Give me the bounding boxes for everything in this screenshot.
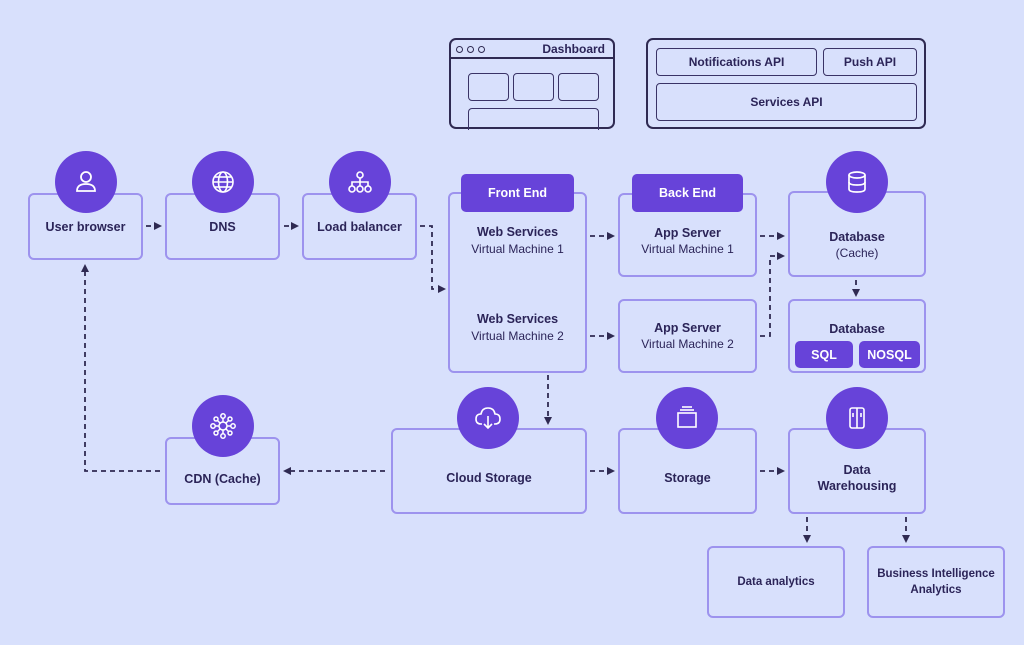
user-browser-badge <box>55 151 117 213</box>
globe-icon <box>212 171 234 193</box>
web-services-1: Web Services Virtual Machine 1 <box>448 224 587 258</box>
window-controls <box>456 44 489 54</box>
arrow-lb-frontend <box>420 225 446 293</box>
api-group: Notifications API Push API Services API <box>646 38 926 129</box>
app-server-1-title: App Server <box>654 226 721 240</box>
front-end-label: Front End <box>461 174 574 212</box>
app-server-2-title: App Server <box>654 321 721 335</box>
load-balancer-node: Load balancer <box>302 193 417 260</box>
push-api: Push API <box>823 48 917 76</box>
database-icon <box>848 171 866 193</box>
data-warehousing-label-2: Warehousing <box>817 479 897 493</box>
services-api: Services API <box>656 83 917 121</box>
nosql-tag: NOSQL <box>859 341 920 368</box>
data-warehousing-badge <box>826 387 888 449</box>
dashboard-panel <box>468 108 599 130</box>
arrow-cdn-browser <box>81 264 160 472</box>
window-dot-icon <box>478 46 485 53</box>
database-badge <box>826 151 888 213</box>
business-intelligence-node: Business Intelligence Analytics <box>867 546 1005 618</box>
web-services-1-vm: Virtual Machine 1 <box>471 242 564 256</box>
app-server-2-vm: Virtual Machine 2 <box>641 337 734 351</box>
storage-badge <box>656 387 718 449</box>
web-services-2: Web Services Virtual Machine 2 <box>448 311 587 345</box>
network-icon <box>348 171 372 193</box>
dashboard-title: Dashboard <box>542 42 605 56</box>
dns-badge <box>192 151 254 213</box>
cloud-download-icon <box>475 407 501 430</box>
user-browser-node: User browser <box>28 193 143 260</box>
database-title: Database <box>829 322 885 336</box>
window-dot-icon <box>467 46 474 53</box>
warehouse-icon <box>849 407 865 429</box>
web-services-2-title: Web Services <box>476 312 559 326</box>
storage-icon <box>677 406 697 428</box>
cloud-storage-badge <box>457 387 519 449</box>
window-dot-icon <box>456 46 463 53</box>
web-services-1-title: Web Services <box>476 225 559 239</box>
back-end-label: Back End <box>632 174 743 212</box>
load-balancer-badge <box>329 151 391 213</box>
cdn-badge <box>192 395 254 457</box>
front-end-block <box>448 192 587 373</box>
data-warehousing-label-1: Data <box>843 463 871 477</box>
user-icon <box>76 171 96 192</box>
app-server-1-vm: Virtual Machine 1 <box>641 242 734 256</box>
sql-tag: SQL <box>795 341 853 368</box>
arrow-app2-dbcache <box>760 252 785 337</box>
bi-label-1: Business Intelligence <box>877 568 995 580</box>
notifications-api: Notifications API <box>656 48 817 76</box>
dashboard-widget <box>513 73 554 101</box>
hub-icon <box>210 413 236 439</box>
web-services-2-vm: Virtual Machine 2 <box>471 329 564 343</box>
cdn-node: CDN (Cache) <box>165 437 280 505</box>
database-cache-sub: (Cache) <box>835 246 879 260</box>
dashboard-widget <box>468 73 509 101</box>
database-cache-title: Database <box>829 230 885 244</box>
bi-label-2: Analytics <box>910 584 962 596</box>
dashboard-widget <box>558 73 599 101</box>
dashboard-divider <box>451 57 613 59</box>
dashboard-window: Dashboard <box>449 38 615 130</box>
app-server-2: App Server Virtual Machine 2 <box>618 299 757 373</box>
data-analytics-node: Data analytics <box>707 546 845 618</box>
